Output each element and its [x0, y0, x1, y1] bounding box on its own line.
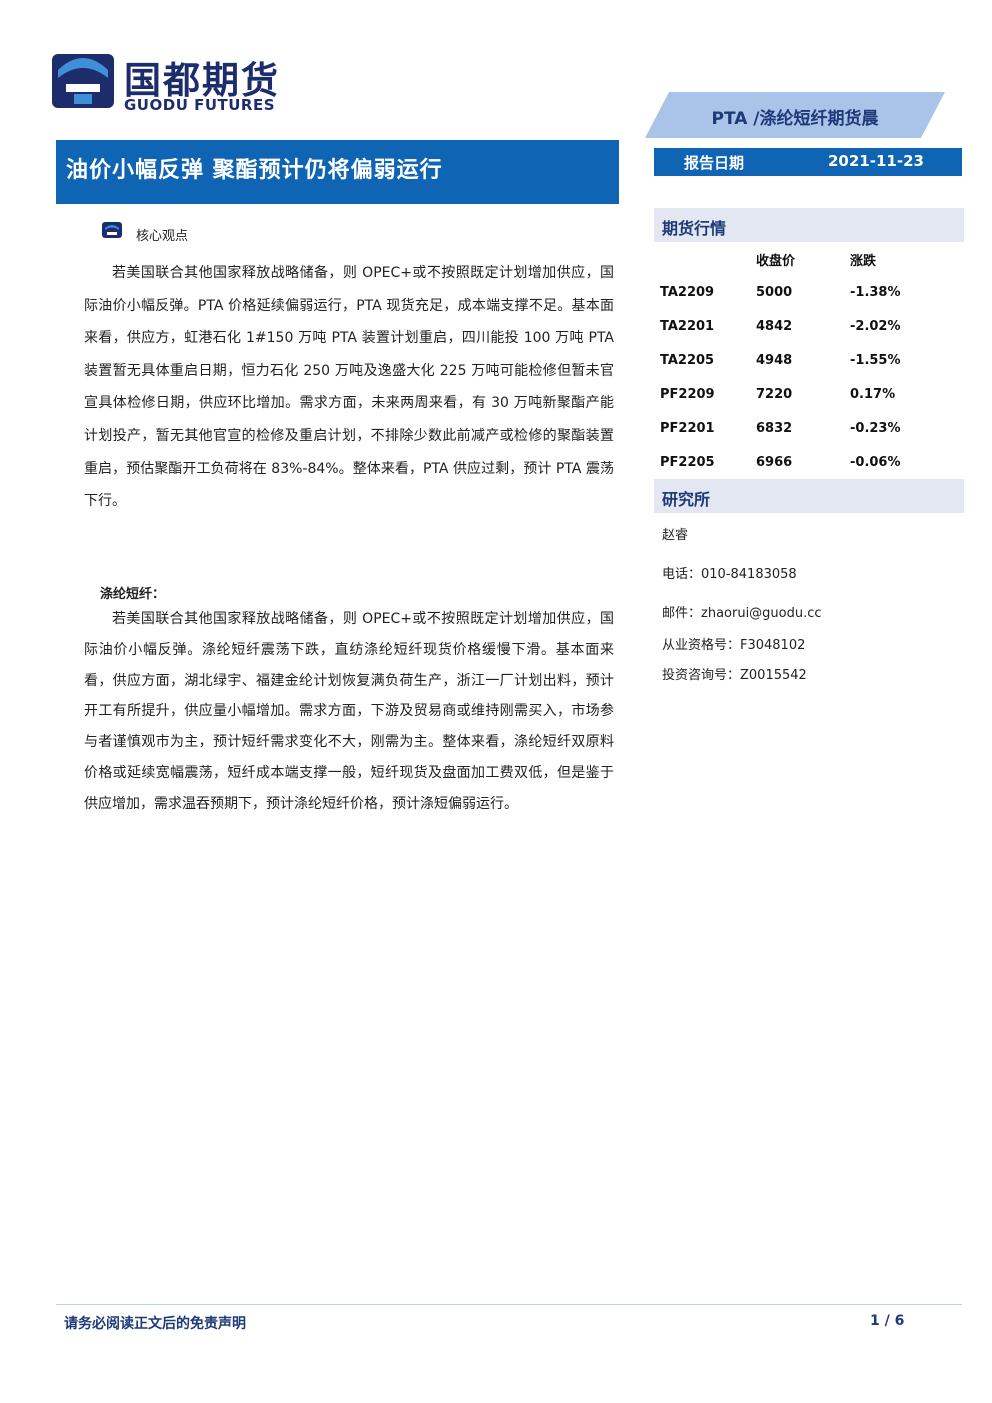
contract-cell: PF2209 — [660, 386, 715, 402]
change-cell: -0.23% — [850, 420, 901, 436]
analyst-email[interactable]: 邮件：zhaorui@guodu.cc — [662, 606, 822, 621]
quotes-section-title: 期货行情 — [662, 219, 727, 238]
footer-divider — [56, 1304, 962, 1305]
table-row: PF2205 6966 -0.06% — [654, 445, 964, 479]
contract-cell: TA2209 — [660, 284, 715, 300]
contract-cell: TA2201 — [660, 318, 715, 334]
core-paragraph-pta: 若美国联合其他国家释放战略储备，则 OPEC+或不按照既定计划增加供应，国际油价… — [84, 265, 614, 510]
analyst-license: 从业资格号：F3048102 — [662, 638, 806, 653]
table-row: PF2209 7220 0.17% — [654, 377, 964, 411]
analyst-advisory-number: 投资咨询号：Z0015542 — [662, 668, 807, 683]
page-number: 1 / 6 — [870, 1313, 905, 1329]
quotes-section-bar — [654, 208, 964, 242]
contract-cell: TA2205 — [660, 352, 715, 368]
close-cell: 4948 — [756, 352, 793, 368]
core-view-label: 核心观点 — [136, 229, 189, 244]
core-paragraph-staple-fiber: 若美国联合其他国家释放战略储备，则 OPEC+或不按照既定计划增加供应，国际油价… — [84, 611, 614, 812]
table-header-row: 收盘价 涨跌 — [654, 243, 964, 275]
close-cell: 5000 — [756, 284, 793, 300]
header-change: 涨跌 — [850, 253, 877, 269]
table-row: TA2201 4842 -2.02% — [654, 309, 964, 343]
quotes-table: 收盘价 涨跌 TA2209 5000 -1.38% TA2201 4842 -2… — [654, 243, 964, 479]
contract-cell: PF2205 — [660, 454, 715, 470]
close-cell: 7220 — [756, 386, 793, 402]
title-bar — [56, 140, 619, 204]
research-section-bar — [654, 479, 964, 513]
contract-cell: PF2201 — [660, 420, 715, 436]
footer-disclaimer[interactable]: 请务必阅读正文后的免责声明 — [64, 1316, 246, 1332]
page-title: 油价小幅反弹 聚酯预计仍将偏弱运行 — [66, 158, 443, 183]
close-cell: 6832 — [756, 420, 793, 436]
change-cell: -1.55% — [850, 352, 901, 368]
category-banner — [645, 92, 945, 138]
header-close: 收盘价 — [756, 253, 796, 269]
change-cell: 0.17% — [850, 386, 896, 402]
table-row: PF2201 6832 -0.23% — [654, 411, 964, 445]
report-date-label: 报告日期 — [684, 154, 745, 172]
close-cell: 4842 — [756, 318, 793, 334]
research-section-title: 研究所 — [662, 490, 711, 509]
logo-text-cn: 国都期货 — [124, 59, 280, 102]
analyst-phone: 电话：010-84183058 — [662, 567, 797, 582]
change-cell: -1.38% — [850, 284, 901, 300]
section-marker-icon — [102, 222, 122, 238]
category-label: PTA /涤纶短纤期货晨 — [711, 109, 879, 129]
header-contract — [654, 243, 756, 275]
analyst-name: 赵睿 — [662, 528, 689, 543]
table-row: TA2205 4948 -1.55% — [654, 343, 964, 377]
change-cell: -2.02% — [850, 318, 901, 334]
report-date-bar — [654, 148, 962, 176]
table-row: TA2209 5000 -1.38% — [654, 275, 964, 309]
change-cell: -0.06% — [850, 454, 901, 470]
sub-heading-staple-fiber: 涤纶短纤： — [100, 587, 166, 602]
logo-text-en: GUODU FUTURES — [124, 96, 276, 114]
report-date-value: 2021-11-23 — [828, 152, 924, 170]
guodu-logo-icon — [52, 54, 114, 108]
close-cell: 6966 — [756, 454, 793, 470]
